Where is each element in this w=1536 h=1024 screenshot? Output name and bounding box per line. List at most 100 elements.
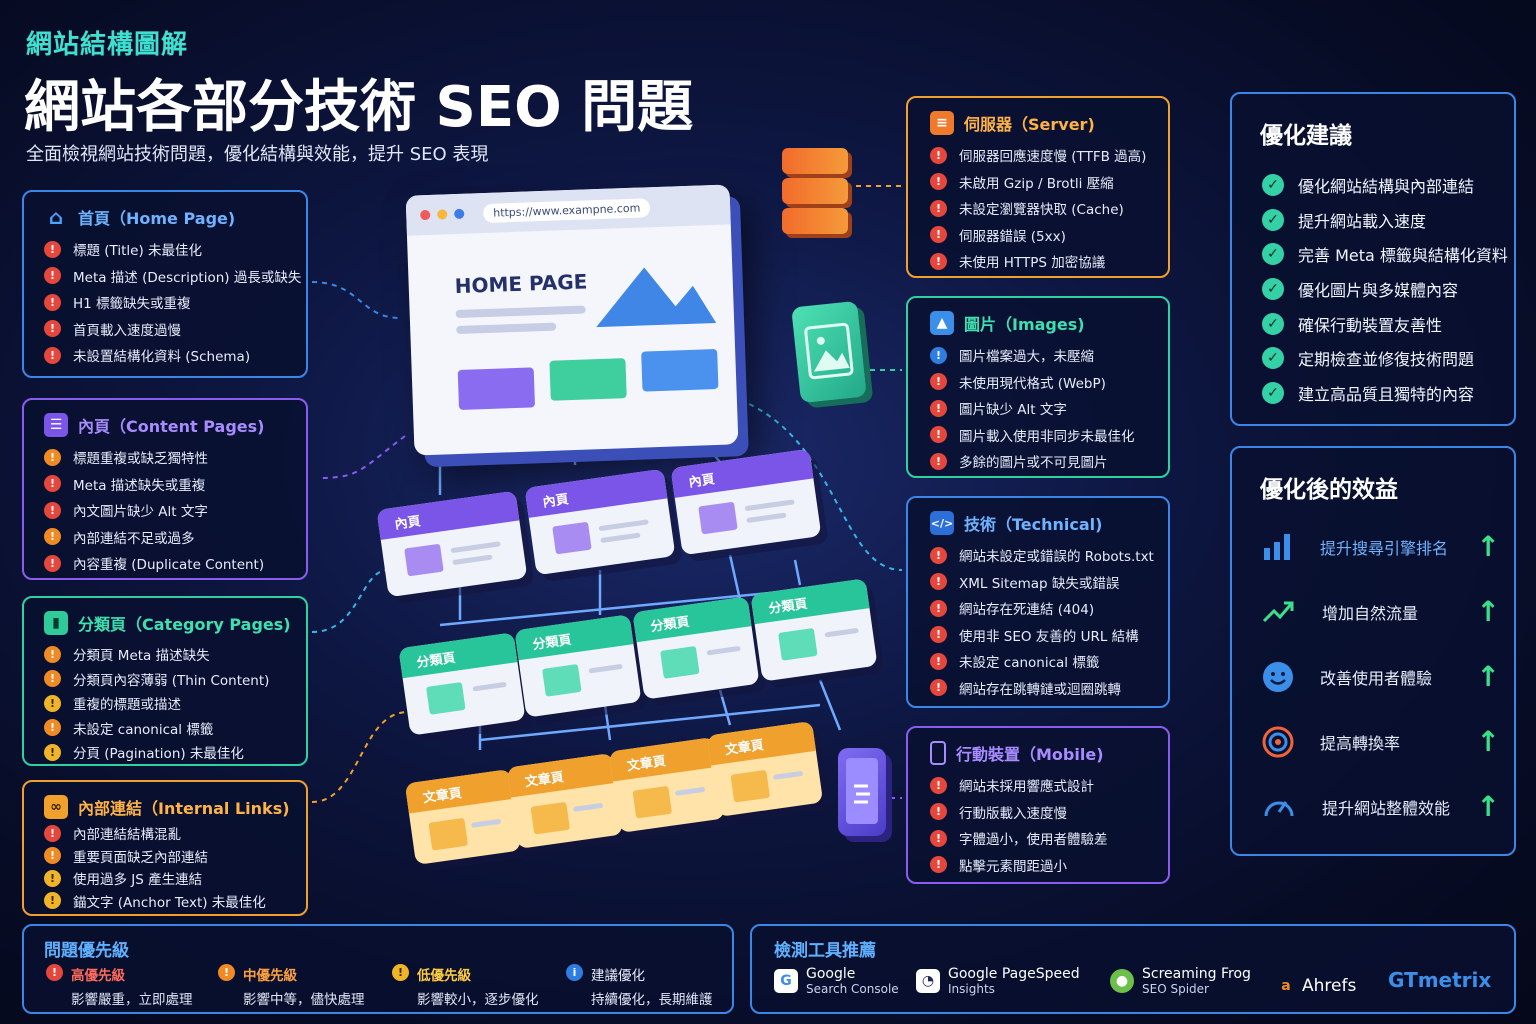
priority-title: 問題優先級 <box>44 941 129 961</box>
high-priority-icon: ! <box>44 824 61 842</box>
priority-suggestion: i 建議優化持續優化，長期維護 <box>566 964 713 1008</box>
issue-item: !內文圖片缺少 Alt 文字 <box>44 497 292 524</box>
high-priority-icon: ! <box>46 964 63 981</box>
check-icon: ✓ <box>1262 174 1284 197</box>
high-priority-icon: ! <box>930 252 947 270</box>
check-icon: ✓ <box>1262 381 1284 404</box>
issue-item: !標題重複或缺乏獨特性 <box>44 444 292 471</box>
article-page-card: 文章頁 <box>506 753 624 849</box>
high-priority-icon: ! <box>930 626 947 644</box>
tool-ahrefs: a Ahrefs <box>1278 974 1356 998</box>
category-page-card: 分類頁 <box>514 614 642 718</box>
suggestion-icon: ! <box>930 346 947 364</box>
high-priority-icon: ! <box>930 452 947 470</box>
up-arrow-icon: ↑ <box>1476 660 1500 693</box>
low-priority-icon: ! <box>44 869 61 887</box>
up-arrow-icon: ↑ <box>1476 725 1500 758</box>
issue-item: !分頁 (Pagination) 未最佳化 <box>44 740 292 765</box>
issue-item: !伺服器回應速度慢 (TTFB 過高) <box>930 142 1154 169</box>
smartphone-icon <box>930 741 946 765</box>
high-priority-icon: ! <box>930 829 947 847</box>
medium-priority-icon: ! <box>44 645 61 663</box>
issue-item: !內部連結不足或過多 <box>44 524 292 551</box>
issue-item: !網站未採用響應式設計 <box>930 772 1154 799</box>
panel-technical-title: 技術（Technical) <box>964 515 1103 534</box>
issue-item: !未設置結構化資料 (Schema) <box>44 342 292 369</box>
server-icon <box>782 148 848 240</box>
category-page-card: 分類頁 <box>398 632 526 736</box>
high-priority-icon: ! <box>930 573 947 591</box>
panel-home: ⌂ 首頁（Home Page) !標題 (Title) 未最佳化 !Meta 描… <box>22 190 308 378</box>
home-icon: ⌂ <box>48 205 64 229</box>
panel-benefits: 優化後的效益 提升搜尋引擎排名↑ 增加自然流量↑ 改善使用者體驗↑ 提高轉換率↑ <box>1230 446 1516 856</box>
link-icon: ∞ <box>44 795 68 819</box>
issue-item: !內容重複 (Duplicate Content) <box>44 550 292 577</box>
server-stack-icon: ≡ <box>930 111 954 135</box>
high-priority-icon: ! <box>930 226 947 244</box>
mobile-icon <box>838 748 886 836</box>
benefit-item: 提升搜尋引擎排名↑ <box>1252 514 1500 579</box>
google-search-console-icon: G <box>774 969 798 993</box>
image-icon <box>791 300 867 404</box>
home-page-browser: https://www.exampne.com HOME PAGE <box>405 184 739 456</box>
advice-item: ✓定期檢查並修復技術問題 <box>1252 341 1500 376</box>
benefit-item: 改善使用者體驗↑ <box>1252 644 1500 709</box>
high-priority-icon: ! <box>930 173 947 191</box>
article-page-card: 文章頁 <box>404 769 522 865</box>
high-priority-icon: ! <box>44 501 61 519</box>
check-icon: ✓ <box>1262 243 1284 266</box>
panel-category-title: 分類頁（Category Pages) <box>78 615 291 634</box>
low-priority-icon: ! <box>392 964 409 981</box>
high-priority-icon: ! <box>930 679 947 697</box>
code-icon: </> <box>930 511 954 535</box>
issue-item: !重要頁面缺乏內部連結 <box>44 845 292 868</box>
bar-chart-icon <box>1262 529 1294 565</box>
benefit-item: 提高轉換率↑ <box>1252 709 1500 774</box>
check-icon: ✓ <box>1262 208 1284 231</box>
advice-item: ✓建立高品質且獨特的內容 <box>1252 376 1500 411</box>
issue-item: !使用過多 JS 產生連結 <box>44 867 292 890</box>
suggestion-icon: i <box>566 964 583 981</box>
category-page-card: 分類頁 <box>750 578 878 682</box>
issue-item: !未設定瀏覽器快取 (Cache) <box>930 195 1154 222</box>
panel-mobile-title: 行動裝置（Mobile) <box>956 745 1104 764</box>
issue-item: !伺服器錯誤 (5xx) <box>930 222 1154 249</box>
up-arrow-icon: ↑ <box>1476 530 1500 563</box>
panel-content-pages: ☰ 內頁（Content Pages) !標題重複或缺乏獨特性 !Meta 描述… <box>22 398 308 580</box>
issue-item: !網站存在跳轉鏈或迴圈跳轉 <box>930 675 1154 702</box>
up-arrow-icon: ↑ <box>1476 790 1500 823</box>
advice-item: ✓提升網站載入速度 <box>1252 203 1500 238</box>
tools-title: 檢測工具推薦 <box>774 941 876 961</box>
high-priority-icon: ! <box>930 399 947 417</box>
frog-icon: ● <box>1110 969 1134 993</box>
medium-priority-icon: ! <box>44 448 61 466</box>
panel-internal-links: ∞ 內部連結（Internal Links) !內部連結結構混亂 !重要頁面缺乏… <box>22 780 308 916</box>
document-icon: ☰ <box>44 413 68 437</box>
high-priority-icon: ! <box>930 856 947 874</box>
priority-high: ! 高優先級影響嚴重，立即處理 <box>46 964 193 1008</box>
browser-url: https://www.exampne.com <box>482 197 651 223</box>
issue-item: !分類頁 Meta 描述缺失 <box>44 642 292 667</box>
advice-item: ✓優化圖片與多媒體內容 <box>1252 272 1500 307</box>
low-priority-icon: ! <box>44 743 61 761</box>
issue-item: !未啟用 Gzip / Brotli 壓縮 <box>930 169 1154 196</box>
panel-links-title: 內部連結（Internal Links) <box>78 799 290 818</box>
high-priority-icon: ! <box>930 426 947 444</box>
issue-item: !未設定 canonical 標籤 <box>930 648 1154 675</box>
speedometer-icon <box>1262 789 1296 825</box>
medium-priority-icon: ! <box>44 670 61 688</box>
article-page-card: 文章頁 <box>608 737 726 833</box>
advice-item: ✓確保行動裝置友善性 <box>1252 306 1500 341</box>
issue-item: !未設定 canonical 標籤 <box>44 716 292 741</box>
picture-icon: ▲ <box>930 311 954 335</box>
high-priority-icon: ! <box>44 320 61 338</box>
page-subtitle: 全面檢視網站技術問題，優化結構與效能，提升 SEO 表現 <box>26 144 489 165</box>
issue-item: !H1 標籤缺失或重複 <box>44 289 292 316</box>
panel-category-pages: ▮ 分類頁（Category Pages) !分類頁 Meta 描述缺失 !分類… <box>22 596 308 766</box>
panel-images-title: 圖片（Images) <box>964 315 1085 334</box>
panel-server: ≡ 伺服器（Server) !伺服器回應速度慢 (TTFB 過高) !未啟用 G… <box>906 96 1170 278</box>
